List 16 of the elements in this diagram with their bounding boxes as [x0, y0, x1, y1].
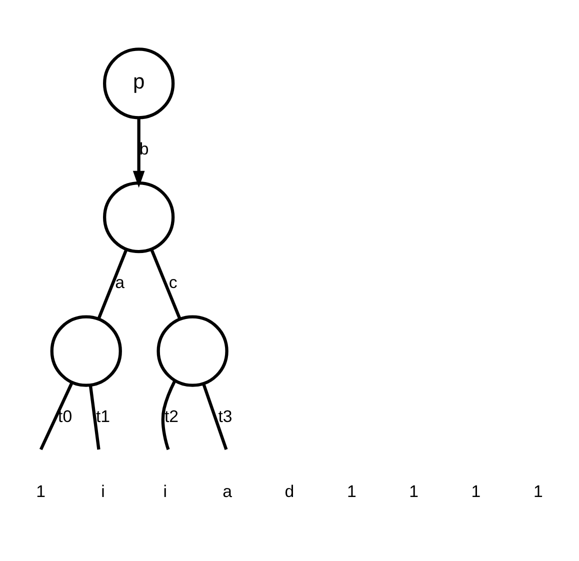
label: i — [101, 482, 105, 501]
label: 1 — [36, 482, 46, 501]
label: 1 — [409, 482, 419, 501]
label: d — [284, 482, 294, 501]
edge-label: t3 — [218, 407, 232, 426]
edge-label: c — [168, 273, 178, 292]
label: a — [222, 482, 232, 501]
edge-label: t1 — [96, 407, 110, 426]
edge-label: a — [115, 273, 125, 292]
label: 1 — [471, 482, 481, 501]
edge-label: t2 — [164, 407, 179, 426]
edge-label: t0 — [58, 407, 72, 426]
edge-label: b — [139, 139, 149, 158]
label: 1 — [346, 482, 356, 501]
label: i — [163, 482, 168, 501]
label: 1 — [533, 482, 543, 501]
